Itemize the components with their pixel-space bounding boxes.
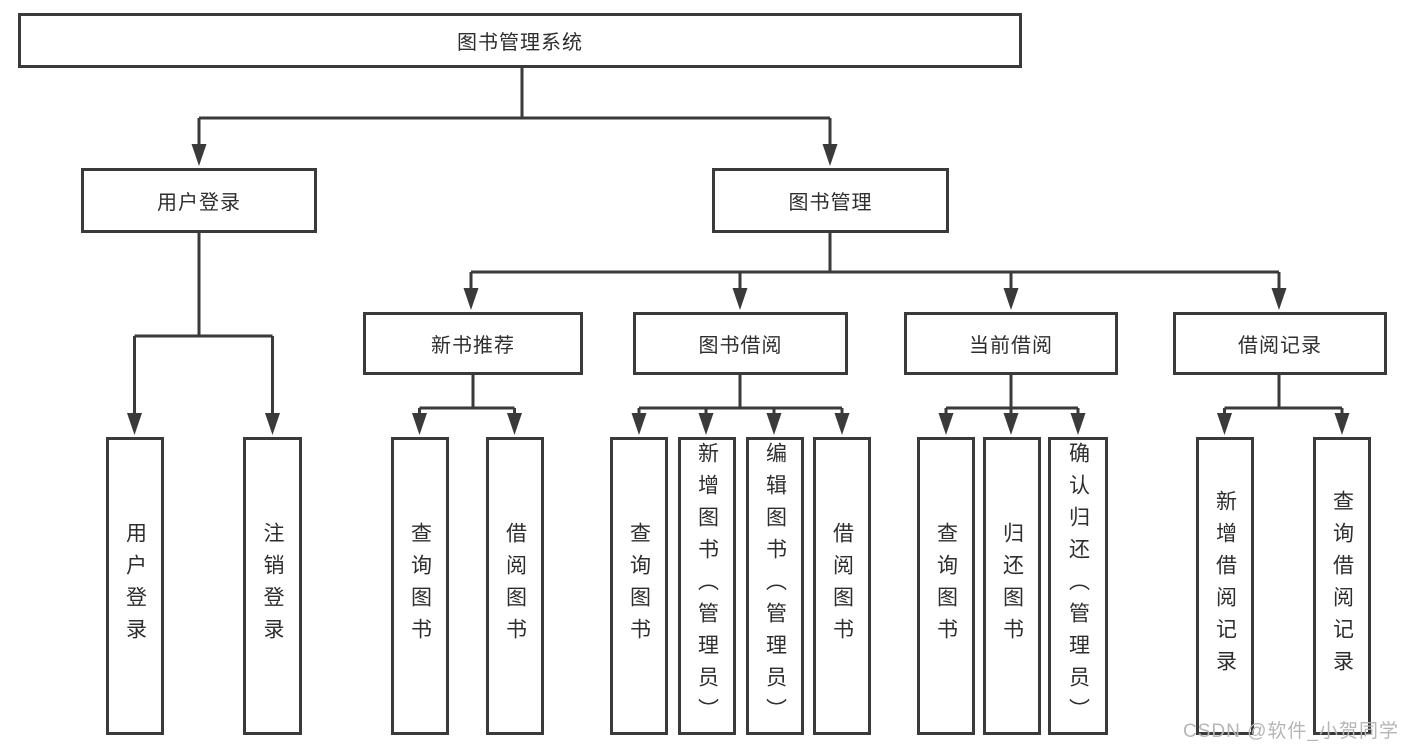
node-root: 图书管理系统: [18, 13, 1022, 68]
node-new-book-recommend: 新书推荐: [363, 312, 583, 375]
node-leaf-edit-books-admin: 编辑图书（管理员）: [746, 437, 804, 735]
node-user-login: 用户登录: [81, 168, 317, 233]
node-leaf-add-borrow-record: 新增借阅记录: [1196, 437, 1254, 735]
node-leaf-borrow-books-recommend: 借阅图书: [486, 437, 544, 735]
csdn-watermark: CSDN @软件_小贺同学: [1183, 721, 1399, 742]
node-leaf-query-books-borrow: 查询图书: [610, 437, 668, 735]
node-borrow-records: 借阅记录: [1173, 312, 1387, 375]
node-leaf-add-books-admin: 新增图书（管理员）: [678, 437, 736, 735]
node-leaf-return-books: 归还图书: [983, 437, 1041, 735]
node-book-management: 图书管理: [712, 168, 949, 233]
node-leaf-query-books-current: 查询图书: [917, 437, 975, 735]
node-current-borrow: 当前借阅: [904, 312, 1118, 375]
node-book-borrow: 图书借阅: [633, 312, 848, 375]
node-leaf-query-borrow-record: 查询借阅记录: [1313, 437, 1371, 735]
node-leaf-query-books-recommend: 查询图书: [391, 437, 449, 735]
node-leaf-confirm-return-admin: 确认归还（管理员）: [1048, 437, 1108, 735]
node-leaf-logout: 注销登录: [243, 437, 302, 735]
node-leaf-borrow-books: 借阅图书: [813, 437, 871, 735]
node-leaf-user-login: 用户登录: [106, 437, 164, 735]
